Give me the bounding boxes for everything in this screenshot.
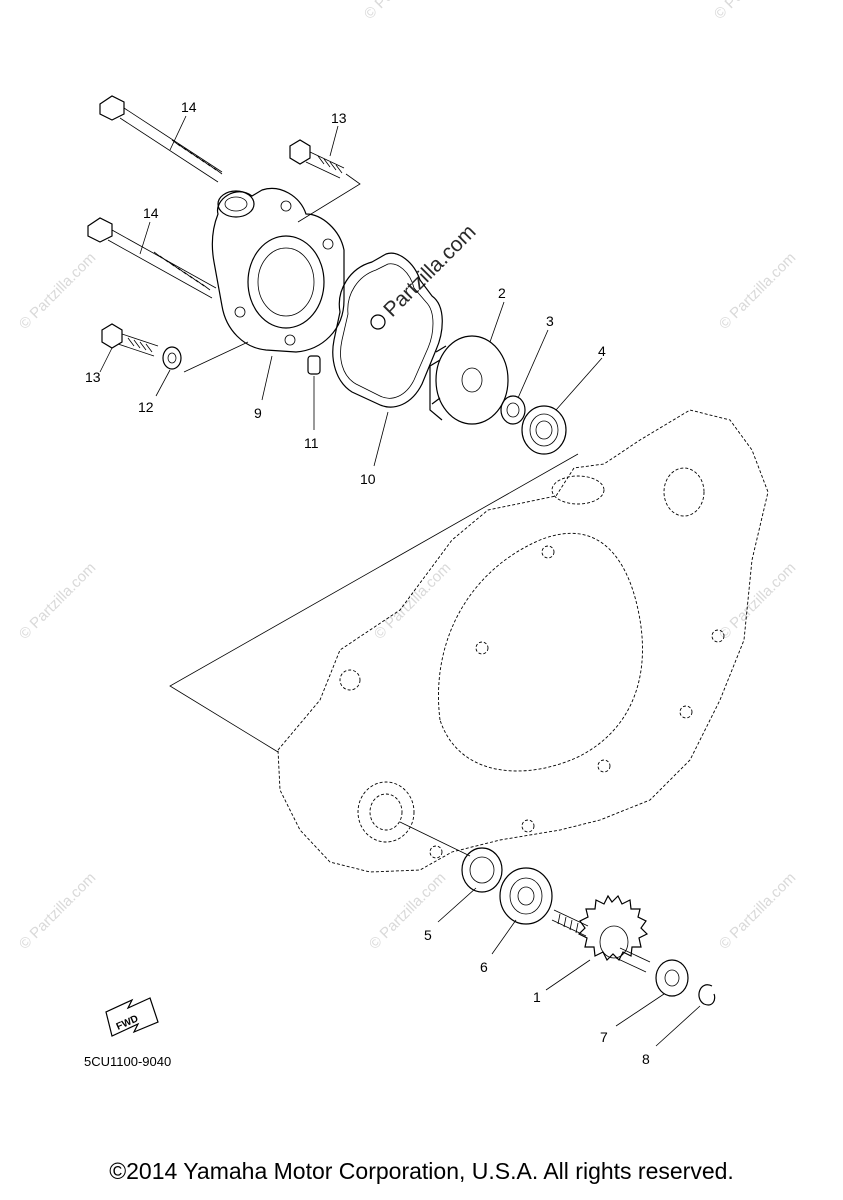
leader-line: [615, 993, 665, 1027]
callout-12: 12: [138, 399, 154, 415]
water-pump-housing: [211, 187, 345, 353]
washer-12: [162, 346, 182, 370]
callout-7: 7: [600, 1029, 608, 1045]
diagram-code: 5CU1100-9040: [84, 1054, 171, 1069]
callout-10: 10: [360, 471, 376, 487]
watermark-main-text: Partzilla.com: [379, 220, 480, 321]
leader-line: [517, 329, 549, 399]
callout-14: 14: [143, 205, 159, 221]
watermark-text: © Partzilla.com: [361, 0, 444, 23]
callout-5: 5: [424, 927, 432, 943]
watermark-text: © Partzilla.com: [16, 869, 99, 952]
leader-line: [261, 355, 273, 401]
callout-1: 1: [533, 989, 541, 1005]
watermark-text: © Partzilla.com: [371, 559, 454, 642]
impeller-shaft-1: [551, 894, 651, 973]
callout-4: 4: [598, 343, 606, 359]
callout-6: 6: [480, 959, 488, 975]
watermark-text: © Partzilla.com: [16, 559, 99, 642]
copyright-notice: ©2014 Yamaha Motor Corporation, U.S.A. A…: [109, 1158, 734, 1184]
oil-seal-3: [500, 395, 526, 425]
watermark-text: © Partzilla.com: [716, 249, 799, 332]
gasket-10: [332, 252, 443, 408]
bolt-13-upper: [289, 139, 361, 223]
callout-3: 3: [546, 313, 554, 329]
callout-13: 13: [331, 110, 347, 126]
leader-line: [329, 125, 339, 157]
callout-11: 11: [304, 435, 319, 451]
washer-7: [655, 959, 689, 997]
watermark-text: © Partzilla.com: [366, 869, 449, 952]
callout-2: 2: [498, 285, 506, 301]
callout-group: 14 14 13 13 12 9 11 10 2 3 4 5 6 1 7 8: [85, 99, 701, 1067]
watermark-text: © Partzilla.com: [716, 559, 799, 642]
leader-line: [555, 357, 603, 411]
bolt-13-lower: [101, 323, 159, 357]
bearing-4: [521, 405, 567, 455]
leader-line: [169, 115, 187, 151]
bolt-14-lower: [87, 217, 217, 299]
callout-9: 9: [254, 405, 262, 421]
leader-line: [437, 887, 477, 923]
crankcase-cover: [277, 409, 769, 873]
leader-line: [491, 919, 517, 955]
callout-8: 8: [642, 1051, 650, 1067]
callout-14: 14: [181, 99, 197, 115]
watermark-group: © Partzilla.com © Partzilla.com © Partzi…: [16, 0, 799, 953]
leader-line: [155, 369, 171, 397]
leader-line: [655, 1005, 701, 1047]
leader-line: [99, 347, 113, 373]
watermark-text: © Partzilla.com: [716, 869, 799, 952]
leader-line: [139, 221, 151, 255]
assembly-guide-line: [169, 453, 579, 753]
callout-13: 13: [85, 369, 101, 385]
leader-line: [183, 341, 249, 373]
leader-line: [545, 959, 591, 991]
bolt-14-upper: [99, 95, 223, 183]
bearing-5: [461, 847, 503, 893]
circlip-8: [698, 984, 716, 1006]
dowel-pin-11: [307, 355, 321, 375]
fwd-arrow-icon: FWD: [105, 997, 159, 1037]
assembly-guide-line: [399, 821, 471, 857]
impeller-2: [429, 335, 509, 425]
bearing-6: [499, 867, 553, 925]
fwd-label: FWD: [115, 1013, 140, 1032]
watermark-text: © Partzilla.com: [711, 0, 794, 23]
leader-line: [489, 301, 505, 343]
leader-line: [373, 411, 389, 467]
watermark-text: © Partzilla.com: [16, 249, 99, 332]
